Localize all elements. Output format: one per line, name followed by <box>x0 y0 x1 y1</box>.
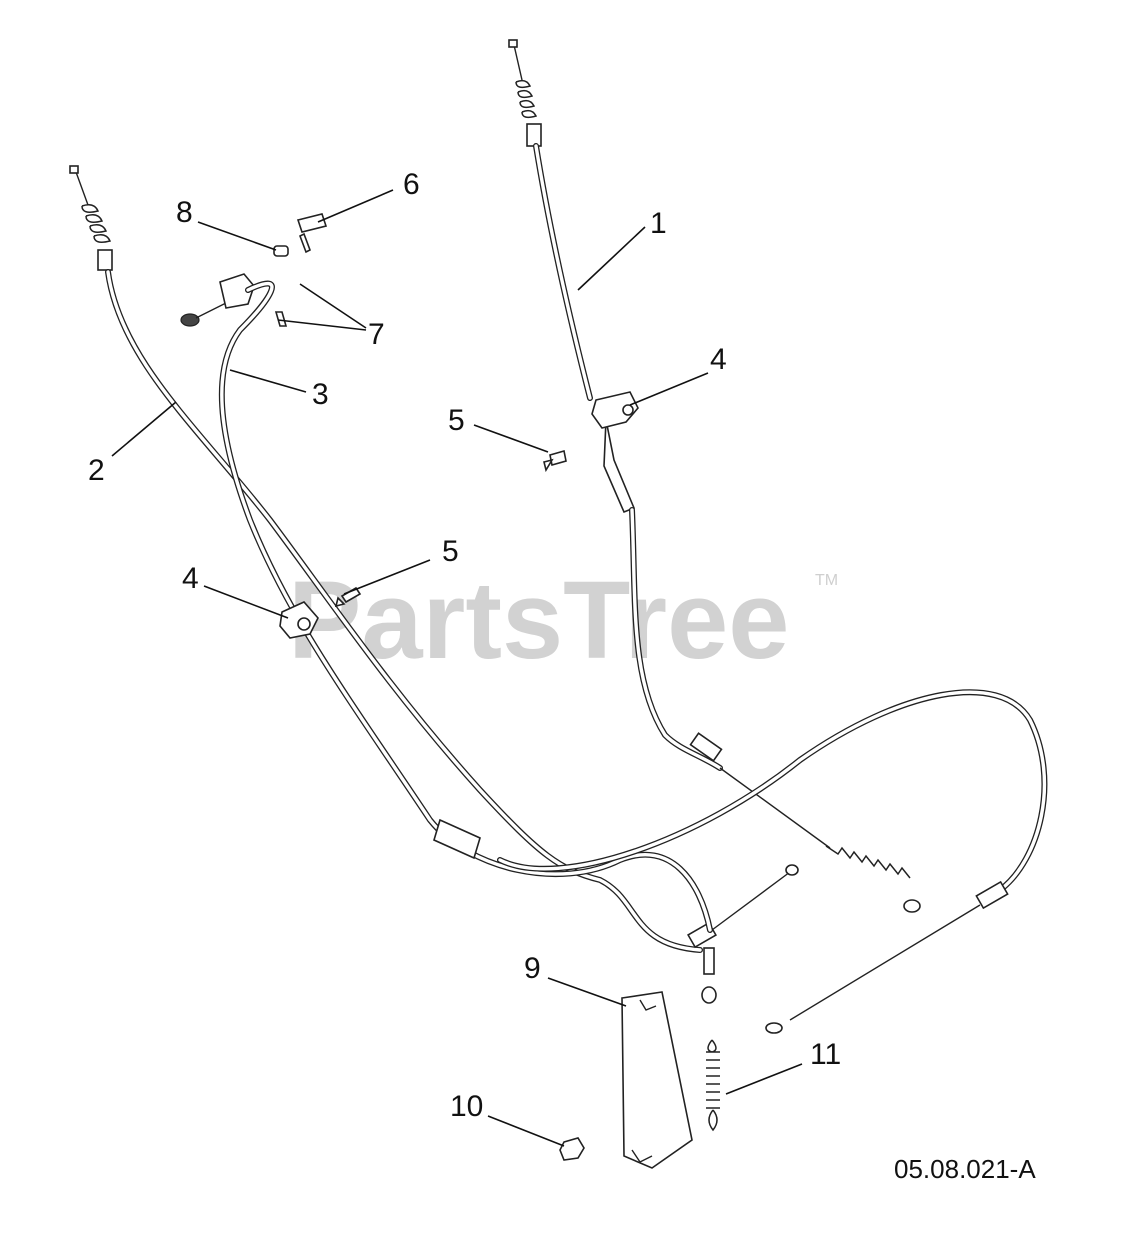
callout-5b: 5 <box>442 535 459 568</box>
trademark: TM <box>815 572 838 589</box>
callout-4b: 4 <box>182 562 199 595</box>
nut-10 <box>559 1137 585 1161</box>
callout-4a: 4 <box>710 343 727 376</box>
callout-2: 2 <box>88 454 105 487</box>
clip-7-lower <box>274 311 288 327</box>
callouts: 1 2 3 4 4 5 5 6 7 8 9 10 11 <box>88 168 841 1123</box>
drawing-id: 05.08.021-A <box>894 1154 1036 1184</box>
callout-9: 9 <box>524 952 541 985</box>
watermark: PartsTree <box>288 559 789 682</box>
pin-6 <box>296 213 328 233</box>
bushing-8 <box>273 245 289 257</box>
callout-7: 7 <box>368 318 385 351</box>
callout-10: 10 <box>450 1090 483 1123</box>
clip-7-upper <box>298 232 312 254</box>
callout-8: 8 <box>176 196 193 229</box>
cable-3 <box>180 273 1048 1034</box>
clamp-4-upper <box>591 391 639 429</box>
cable-1 <box>508 39 921 913</box>
leader-lines <box>111 189 803 1147</box>
callout-3: 3 <box>312 378 329 411</box>
callout-5a: 5 <box>448 404 465 437</box>
callout-1: 1 <box>650 207 667 240</box>
spring-11 <box>706 1039 720 1132</box>
screw-5-upper <box>543 449 567 473</box>
cover-9 <box>621 991 693 1169</box>
callout-11: 11 <box>810 1038 841 1071</box>
callout-6: 6 <box>403 168 420 201</box>
